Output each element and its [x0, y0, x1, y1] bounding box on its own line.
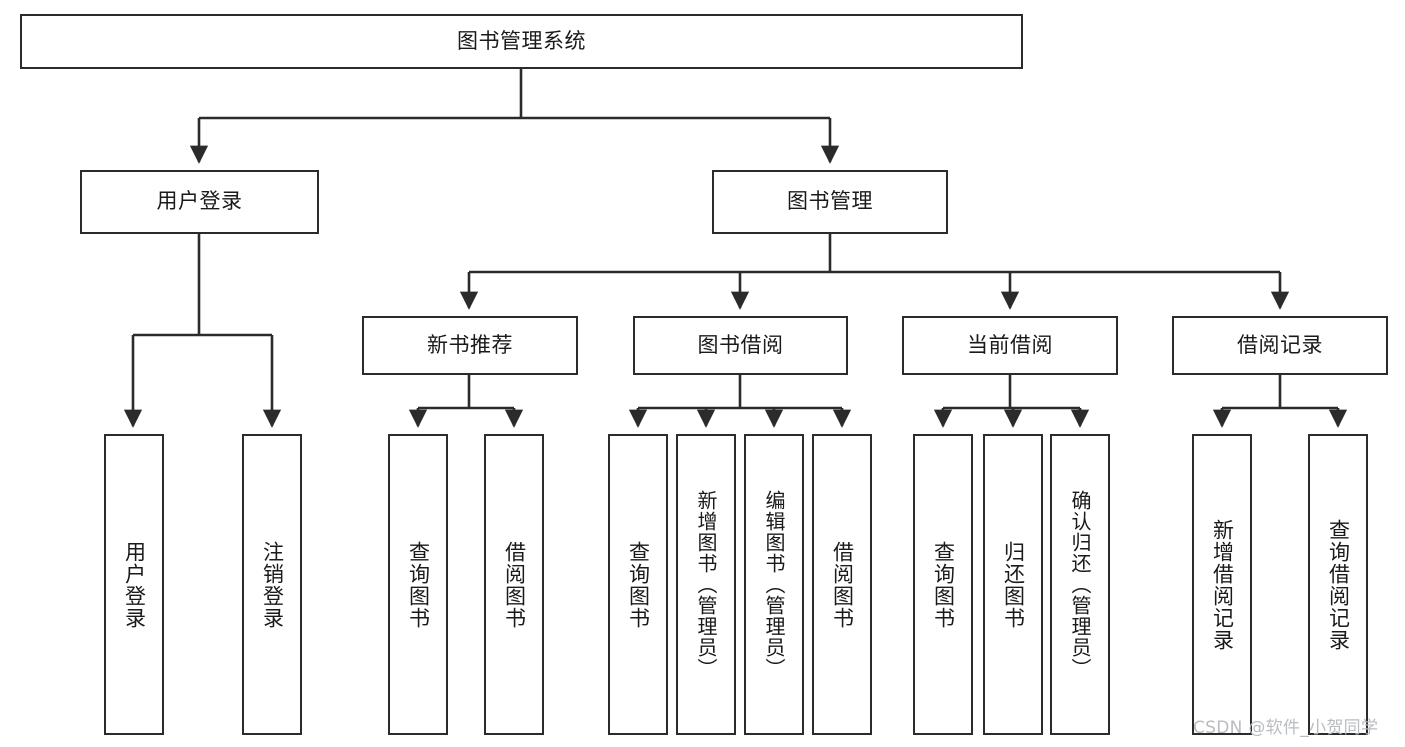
node-leaf-edit-book-admin[interactable]: 编辑图书（管理员） [744, 434, 804, 735]
node-borrow-record[interactable]: 借阅记录 [1172, 316, 1388, 375]
node-leaf-borrow-book-recommend[interactable]: 借阅图书 [484, 434, 544, 735]
node-leaf-query-book-recommend[interactable]: 查询图书 [388, 434, 448, 735]
node-book-manage[interactable]: 图书管理 [712, 170, 948, 234]
node-leaf-user-logout[interactable]: 注销登录 [242, 434, 302, 735]
node-current-borrow[interactable]: 当前借阅 [902, 316, 1118, 375]
node-leaf-user-login[interactable]: 用户登录 [104, 434, 164, 735]
node-leaf-query-book-current[interactable]: 查询图书 [913, 434, 973, 735]
node-book-borrow[interactable]: 图书借阅 [633, 316, 848, 375]
node-leaf-query-borrow-record[interactable]: 查询借阅记录 [1308, 434, 1368, 735]
node-new-book-recommend[interactable]: 新书推荐 [362, 316, 578, 375]
node-leaf-add-book-admin[interactable]: 新增图书（管理员） [676, 434, 736, 735]
node-leaf-confirm-return-admin[interactable]: 确认归还（管理员） [1050, 434, 1110, 735]
node-leaf-query-book-borrow[interactable]: 查询图书 [608, 434, 668, 735]
node-root-system[interactable]: 图书管理系统 [20, 14, 1023, 69]
node-leaf-return-book[interactable]: 归还图书 [983, 434, 1043, 735]
node-leaf-borrow-book[interactable]: 借阅图书 [812, 434, 872, 735]
node-user-login[interactable]: 用户登录 [80, 170, 319, 234]
node-leaf-add-borrow-record[interactable]: 新增借阅记录 [1192, 434, 1252, 735]
